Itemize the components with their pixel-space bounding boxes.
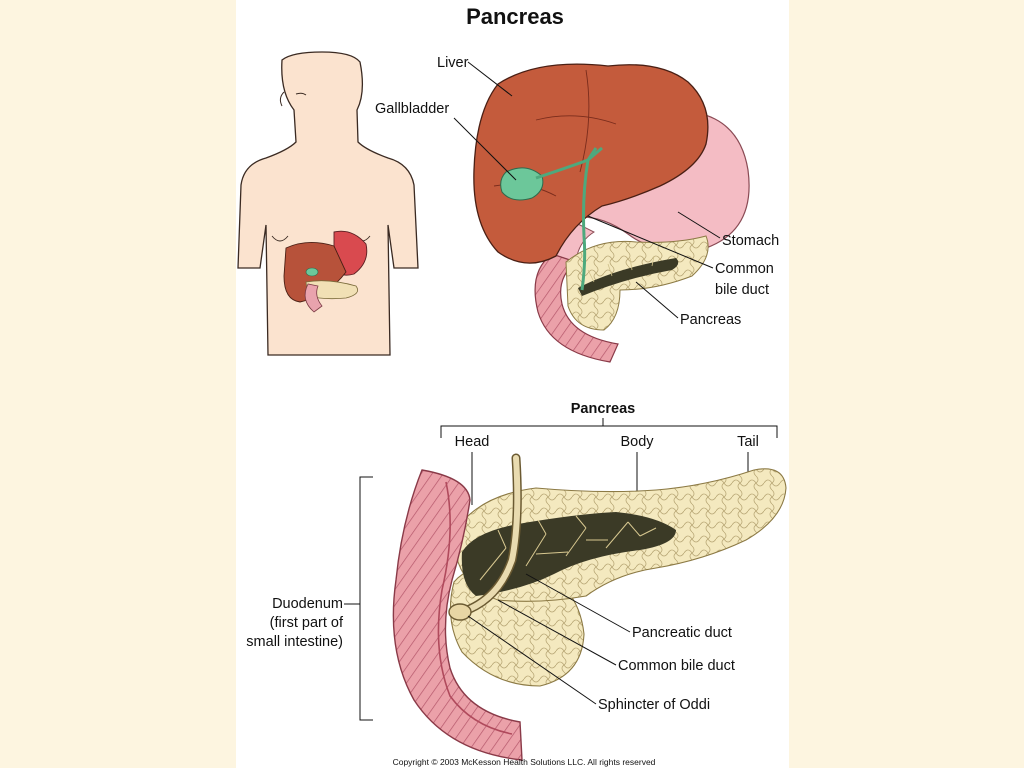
duodenum-loop	[534, 253, 619, 363]
bottom-organ-illustration	[392, 453, 787, 761]
duodenum-wall	[392, 469, 523, 761]
label-gallbladder: Gallbladder	[375, 101, 449, 117]
label-pancreatic-duct: Pancreatic duct	[632, 625, 732, 641]
label-body: Body	[620, 434, 654, 450]
gallbladder-organ	[500, 167, 544, 201]
page-title: Pancreas	[466, 4, 564, 29]
label-liver: Liver	[437, 55, 469, 71]
common-bile-duct	[459, 455, 521, 615]
label-duodenum-line3: small intestine)	[246, 634, 343, 650]
label-common-bile-duct-line2: bile duct	[715, 282, 769, 298]
copyright-notice: Copyright © 2003 McKesson Health Solutio…	[393, 757, 656, 767]
pancreas-region-bracket: Pancreas Head Body Tail	[440, 401, 778, 505]
label-tail: Tail	[737, 434, 759, 450]
label-duodenum-line2: (first part of	[270, 615, 344, 631]
label-head: Head	[455, 434, 490, 450]
bottom-figure-labels: Duodenum (first part of small intestine)…	[246, 476, 735, 721]
diagram-sheet: Pancreas Liver Gallbladder	[236, 0, 789, 768]
sphincter-of-oddi	[448, 603, 472, 621]
top-organ-illustration	[473, 63, 750, 363]
label-common-bile-duct: Common bile duct	[618, 658, 735, 674]
label-sphincter-of-oddi: Sphincter of Oddi	[598, 697, 710, 713]
pancreas-diagram: Pancreas Liver Gallbladder	[237, 4, 787, 767]
liver-organ	[473, 63, 709, 264]
label-common-bile-duct-line1: Common	[715, 261, 774, 277]
label-duodenum-line1: Duodenum	[272, 596, 343, 612]
top-figure-labels: Liver Gallbladder Stomach Common bile du…	[375, 55, 779, 328]
torso-figure	[237, 51, 419, 356]
label-stomach: Stomach	[722, 233, 779, 249]
label-pancreas-top: Pancreas	[680, 312, 741, 328]
bottom-heading: Pancreas	[571, 401, 636, 417]
